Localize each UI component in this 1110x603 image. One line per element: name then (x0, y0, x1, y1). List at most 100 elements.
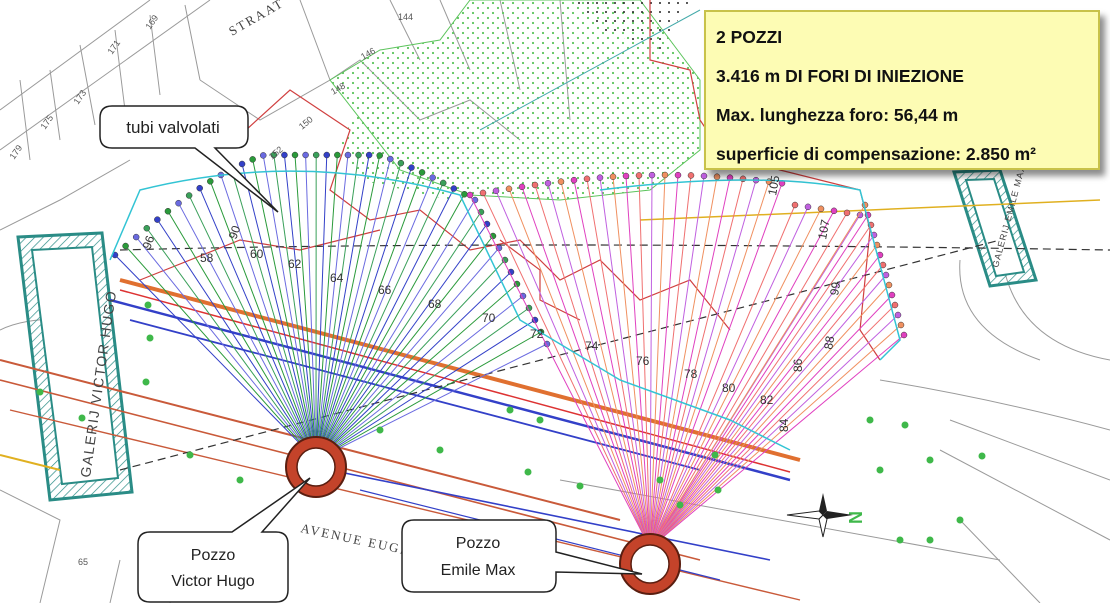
north-arrow-icon (786, 493, 853, 538)
street-marker-dot (956, 516, 964, 524)
injection-hole-line (649, 254, 881, 549)
injection-hole-line (241, 163, 317, 461)
street-marker-dot (926, 536, 934, 544)
injection-hole-line (315, 283, 518, 461)
injection-hole-line (315, 259, 506, 461)
injection-hole-line (315, 154, 370, 461)
street-marker-dot (36, 388, 44, 396)
injection-hole-line (649, 224, 872, 549)
callout-well-emile-max: Pozzo Emile Max (401, 519, 643, 593)
injection-hole-line (586, 178, 651, 549)
injection-hole-line (315, 343, 548, 461)
street-name-top: STRAAT (226, 0, 286, 39)
injection-hole-end (891, 301, 899, 309)
injection-hole-line (125, 245, 317, 461)
injection-hole-line (315, 155, 381, 461)
injection-hole-end (291, 151, 299, 159)
injection-hole-end (674, 171, 682, 179)
injection-hole-line (649, 294, 893, 549)
injection-hole-end (596, 174, 604, 181)
injection-hole-line (178, 202, 317, 461)
injection-hole-end (817, 205, 825, 213)
injection-hole-line (146, 227, 317, 461)
street-marker-dot (901, 421, 909, 429)
injection-hole-end (713, 173, 721, 180)
injection-hole-end (739, 175, 747, 183)
parcel-number-152: 152 (267, 144, 285, 161)
street-marker-dot (376, 426, 384, 434)
injection-hole-end (544, 179, 552, 187)
info-line-injection-holes: 3.416 m DI FORI DI INIEZIONE (716, 66, 964, 86)
injection-hole-line (482, 192, 651, 549)
injection-hole-end (583, 175, 591, 183)
injection-hole-end (461, 190, 468, 198)
injection-hole-end (888, 291, 896, 299)
street-marker-dot (711, 451, 719, 459)
callout-well2-line1: Pozzo (456, 535, 501, 552)
street-markers (36, 301, 986, 544)
injection-hole-end (323, 151, 331, 159)
injection-hole-line (649, 264, 884, 549)
parcel-number-150: 150 (297, 114, 315, 131)
injection-hole-line (649, 183, 783, 549)
section-number-70: 70 (482, 311, 496, 325)
injection-hole-end (894, 311, 902, 319)
injection-hole-end (856, 211, 864, 219)
injection-hole-line (649, 175, 692, 549)
section-number-58: 58 (200, 251, 214, 265)
injection-hole-line (649, 178, 744, 549)
injection-hole-line (508, 188, 651, 549)
injection-hole-end (270, 151, 278, 159)
parcel-number-171: 171 (105, 38, 122, 56)
street-marker-dot (714, 486, 722, 494)
gallery-victor-hugo (16, 231, 134, 502)
section-number-68: 68 (428, 297, 442, 311)
injection-hole-line (649, 234, 875, 549)
section-numbers: 96 58 60 62 64 66 68 70 72 74 76 78 80 8… (140, 174, 844, 432)
injection-hole-end (700, 172, 708, 180)
street-marker-dot (506, 406, 514, 414)
street-marker-dot (676, 501, 684, 509)
injection-hole-end (249, 156, 256, 163)
injection-hole-end (622, 172, 630, 180)
injection-hole-line (315, 188, 455, 461)
injection-hole-end (570, 176, 578, 184)
injection-hole-end (429, 174, 436, 181)
injection-hole-end (843, 209, 851, 217)
injection-hole-line (315, 154, 338, 461)
well-emile-max (619, 533, 681, 595)
injection-hole-end (408, 164, 415, 171)
injection-hole-end (132, 233, 140, 241)
street-marker-dot (436, 446, 444, 454)
injection-hole-line (573, 180, 651, 549)
street-marker-dot (236, 476, 244, 484)
injection-hole-line (315, 162, 402, 461)
injection-hole-end (505, 185, 513, 193)
injection-hole-line (315, 331, 542, 461)
street-marker-dot (576, 482, 584, 490)
injection-hole-line (315, 154, 360, 461)
injection-hole-end (439, 179, 447, 187)
injection-hole-line (638, 175, 651, 549)
injection-hole-line (315, 235, 494, 461)
injection-hole-line (649, 334, 905, 549)
injection-hole-line (220, 174, 317, 461)
injection-hole-end (238, 160, 246, 168)
injection-hole-line (495, 190, 651, 549)
injection-hole-line (469, 194, 651, 549)
injection-hole-end (648, 171, 656, 179)
injection-hole-line (230, 169, 317, 461)
section-number-107: 107 (815, 218, 832, 240)
injection-hole-line (209, 181, 317, 461)
section-number-72: 72 (530, 327, 544, 341)
injection-hole-line (156, 219, 317, 461)
callout-well-victor-hugo: Pozzo Victor Hugo (137, 477, 311, 603)
injection-hole-end (479, 189, 487, 197)
section-number-84: 84 (777, 418, 791, 432)
injection-hole-end (418, 169, 426, 176)
injection-hole-end (344, 151, 352, 159)
street-marker-dot (142, 378, 150, 386)
injection-hole-line (649, 210, 835, 549)
section-number-88: 88 (821, 335, 837, 351)
